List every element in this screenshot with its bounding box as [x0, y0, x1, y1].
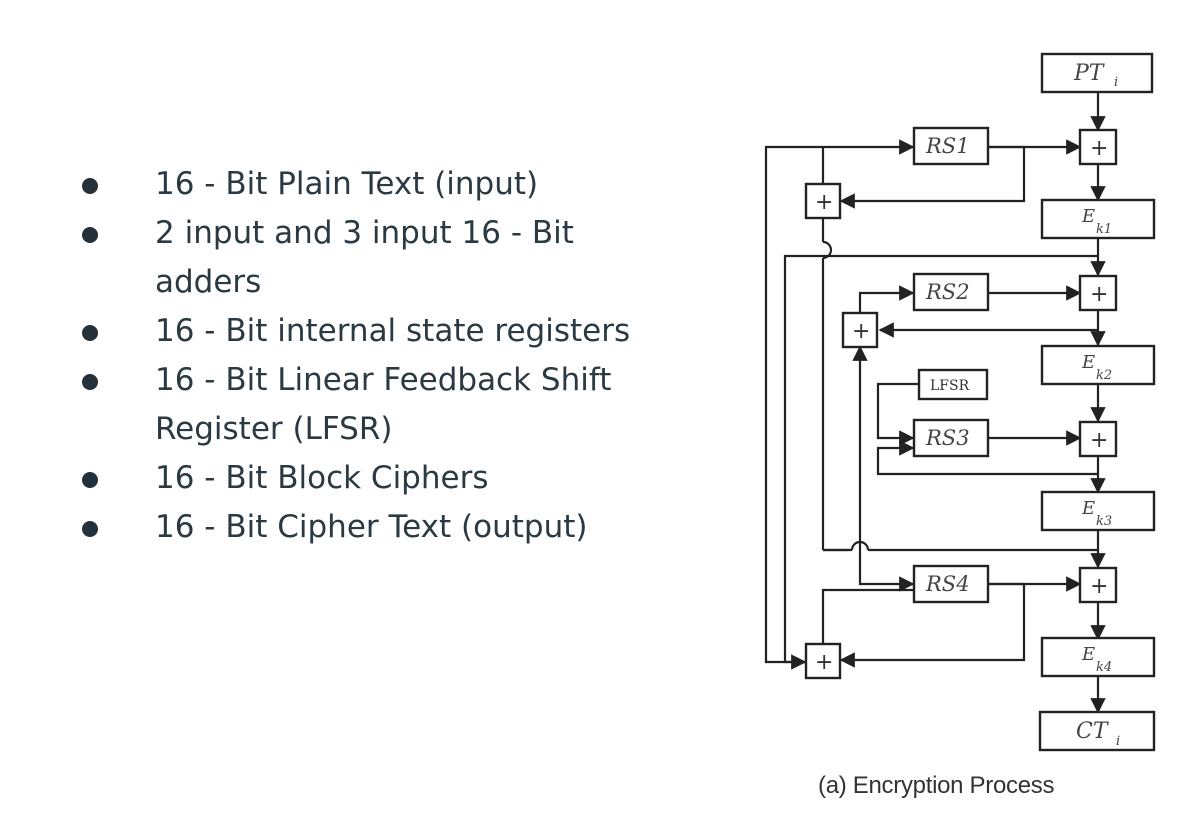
bullet-item: 16 - Bit Plain Text (input)	[60, 160, 680, 209]
ciphertext-subscript: i	[1116, 734, 1120, 749]
bullet-dot-icon	[82, 325, 98, 341]
lfsr-label: LFSR	[930, 378, 970, 394]
register-rs2	[912, 272, 990, 312]
plaintext-box	[1040, 52, 1154, 94]
adder-box	[1078, 128, 1118, 166]
adder-box	[1078, 566, 1118, 604]
bullet-text: 16 - Bit Block Ciphers	[155, 460, 489, 496]
plus-icon: +	[1090, 282, 1108, 307]
cipher-box-1	[1040, 198, 1156, 240]
bullet-dot-icon	[82, 227, 98, 243]
cipher-box-4	[1040, 636, 1156, 678]
feedback-adder-box	[804, 182, 842, 220]
bullet-text: 2 input and 3 input 16 - Bit	[155, 215, 574, 251]
bullet-text-continued: adders	[155, 264, 262, 300]
register-rs4-label: RS4	[925, 572, 970, 596]
bullet-item: 16 - Bit Cipher Text (output)	[60, 503, 680, 552]
bullet-dot-icon	[82, 472, 98, 488]
bullet-text: 16 - Bit Plain Text (input)	[155, 166, 539, 202]
plus-icon: +	[1090, 136, 1108, 161]
bullet-dot-icon	[82, 178, 98, 194]
bullet-text: 16 - Bit Cipher Text (output)	[155, 509, 588, 545]
bullet-dot-icon	[82, 521, 98, 537]
encryption-diagram: PT i E k1 E k2 E k3 E k4 CT i RS1 RS2 LF…	[764, 52, 1156, 752]
cipher-subscript-2: k2	[1096, 368, 1112, 383]
register-rs1	[912, 126, 990, 166]
bullet-list: 16 - Bit Plain Text (input) 2 input and …	[60, 160, 680, 552]
plaintext-subscript: i	[1114, 75, 1118, 90]
plus-icon: +	[852, 319, 870, 344]
plus-icon: +	[1090, 574, 1108, 599]
register-rs3	[912, 418, 990, 458]
plus-icon: +	[1090, 428, 1108, 453]
cipher-subscript-4: k4	[1096, 660, 1112, 675]
adder-box	[1078, 274, 1118, 312]
bullet-item: 16 - Bit Linear Feedback Shift Register …	[60, 356, 680, 454]
register-rs2-label: RS2	[925, 280, 970, 304]
figure-caption: (a) Encryption Process	[818, 772, 1055, 799]
cipher-subscript-1: k1	[1096, 222, 1112, 237]
bullet-dot-icon	[82, 374, 98, 390]
bullet-text: 16 - Bit internal state registers	[155, 313, 631, 349]
feedback-adder-box	[804, 642, 842, 680]
register-rs3-label: RS3	[925, 426, 970, 450]
plus-icon: +	[815, 650, 833, 675]
bullet-item: 16 - Bit Block Ciphers	[60, 454, 680, 503]
lfsr-register	[917, 368, 989, 401]
cipher-label-3: E	[1081, 498, 1095, 519]
plus-icon: +	[815, 190, 833, 215]
cipher-box-2	[1040, 344, 1156, 386]
cipher-box-3	[1040, 490, 1156, 532]
feedback-adder-box	[841, 311, 879, 349]
register-rs4	[912, 564, 990, 604]
bullet-text: 16 - Bit Linear Feedback Shift	[155, 362, 612, 398]
bullet-item: 2 input and 3 input 16 - Bit adders	[60, 209, 680, 307]
cipher-label-2: E	[1081, 352, 1095, 373]
ciphertext-box	[1038, 710, 1156, 752]
ciphertext-label: CT	[1076, 719, 1110, 744]
bullet-item: 16 - Bit internal state registers	[60, 307, 680, 356]
register-rs1-label: RS1	[925, 134, 970, 158]
bullet-text-continued: Register (LFSR)	[155, 411, 393, 447]
adder-box	[1078, 420, 1118, 458]
cipher-subscript-3: k3	[1096, 514, 1112, 529]
cipher-label-4: E	[1081, 644, 1095, 665]
plaintext-label: PT	[1073, 61, 1106, 86]
cipher-label-1: E	[1081, 206, 1095, 227]
